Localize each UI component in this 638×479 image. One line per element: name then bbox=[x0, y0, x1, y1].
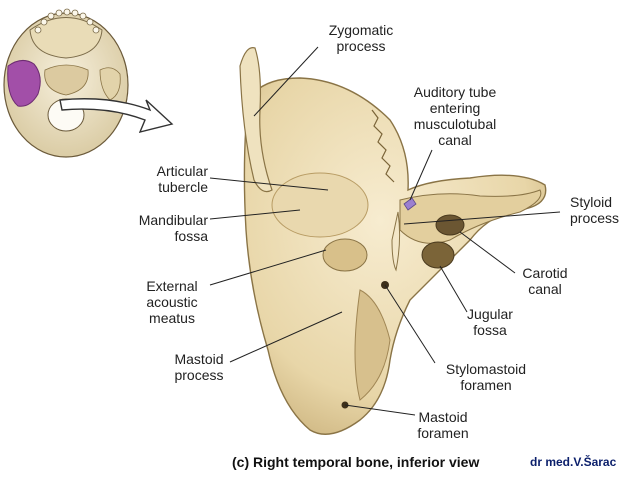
jugular-fossa-shape bbox=[422, 242, 454, 268]
label-carotid-canal: Carotid canal bbox=[500, 265, 590, 297]
carotid-canal-shape bbox=[436, 215, 464, 235]
label-stylomastoid-foramen: Stylomastoid foramen bbox=[426, 361, 546, 393]
label-jugular-fossa: Jugular fossa bbox=[450, 306, 530, 338]
author-credit: dr med.V.Šarac bbox=[530, 455, 616, 469]
label-mastoid-process: Mastoid process bbox=[160, 351, 238, 383]
mandibular-fossa-shape bbox=[272, 173, 368, 237]
label-articular-tubercle: Articular tubercle bbox=[120, 163, 208, 195]
skull-inset bbox=[4, 9, 128, 157]
label-mastoid-foramen: Mastoid foramen bbox=[408, 409, 478, 441]
external-acoustic-meatus-shape bbox=[323, 239, 367, 271]
label-zygomatic-process: Zygomatic process bbox=[316, 22, 406, 54]
label-mandibular-fossa: Mandibular fossa bbox=[110, 212, 208, 244]
label-styloid-process: Styloid process bbox=[570, 194, 636, 226]
label-external-acoustic-meatus: External acoustic meatus bbox=[136, 278, 208, 326]
label-auditory-tube: Auditory tube entering musculotubal cana… bbox=[400, 84, 510, 148]
figure-caption: (c) Right temporal bone, inferior view bbox=[232, 454, 479, 470]
